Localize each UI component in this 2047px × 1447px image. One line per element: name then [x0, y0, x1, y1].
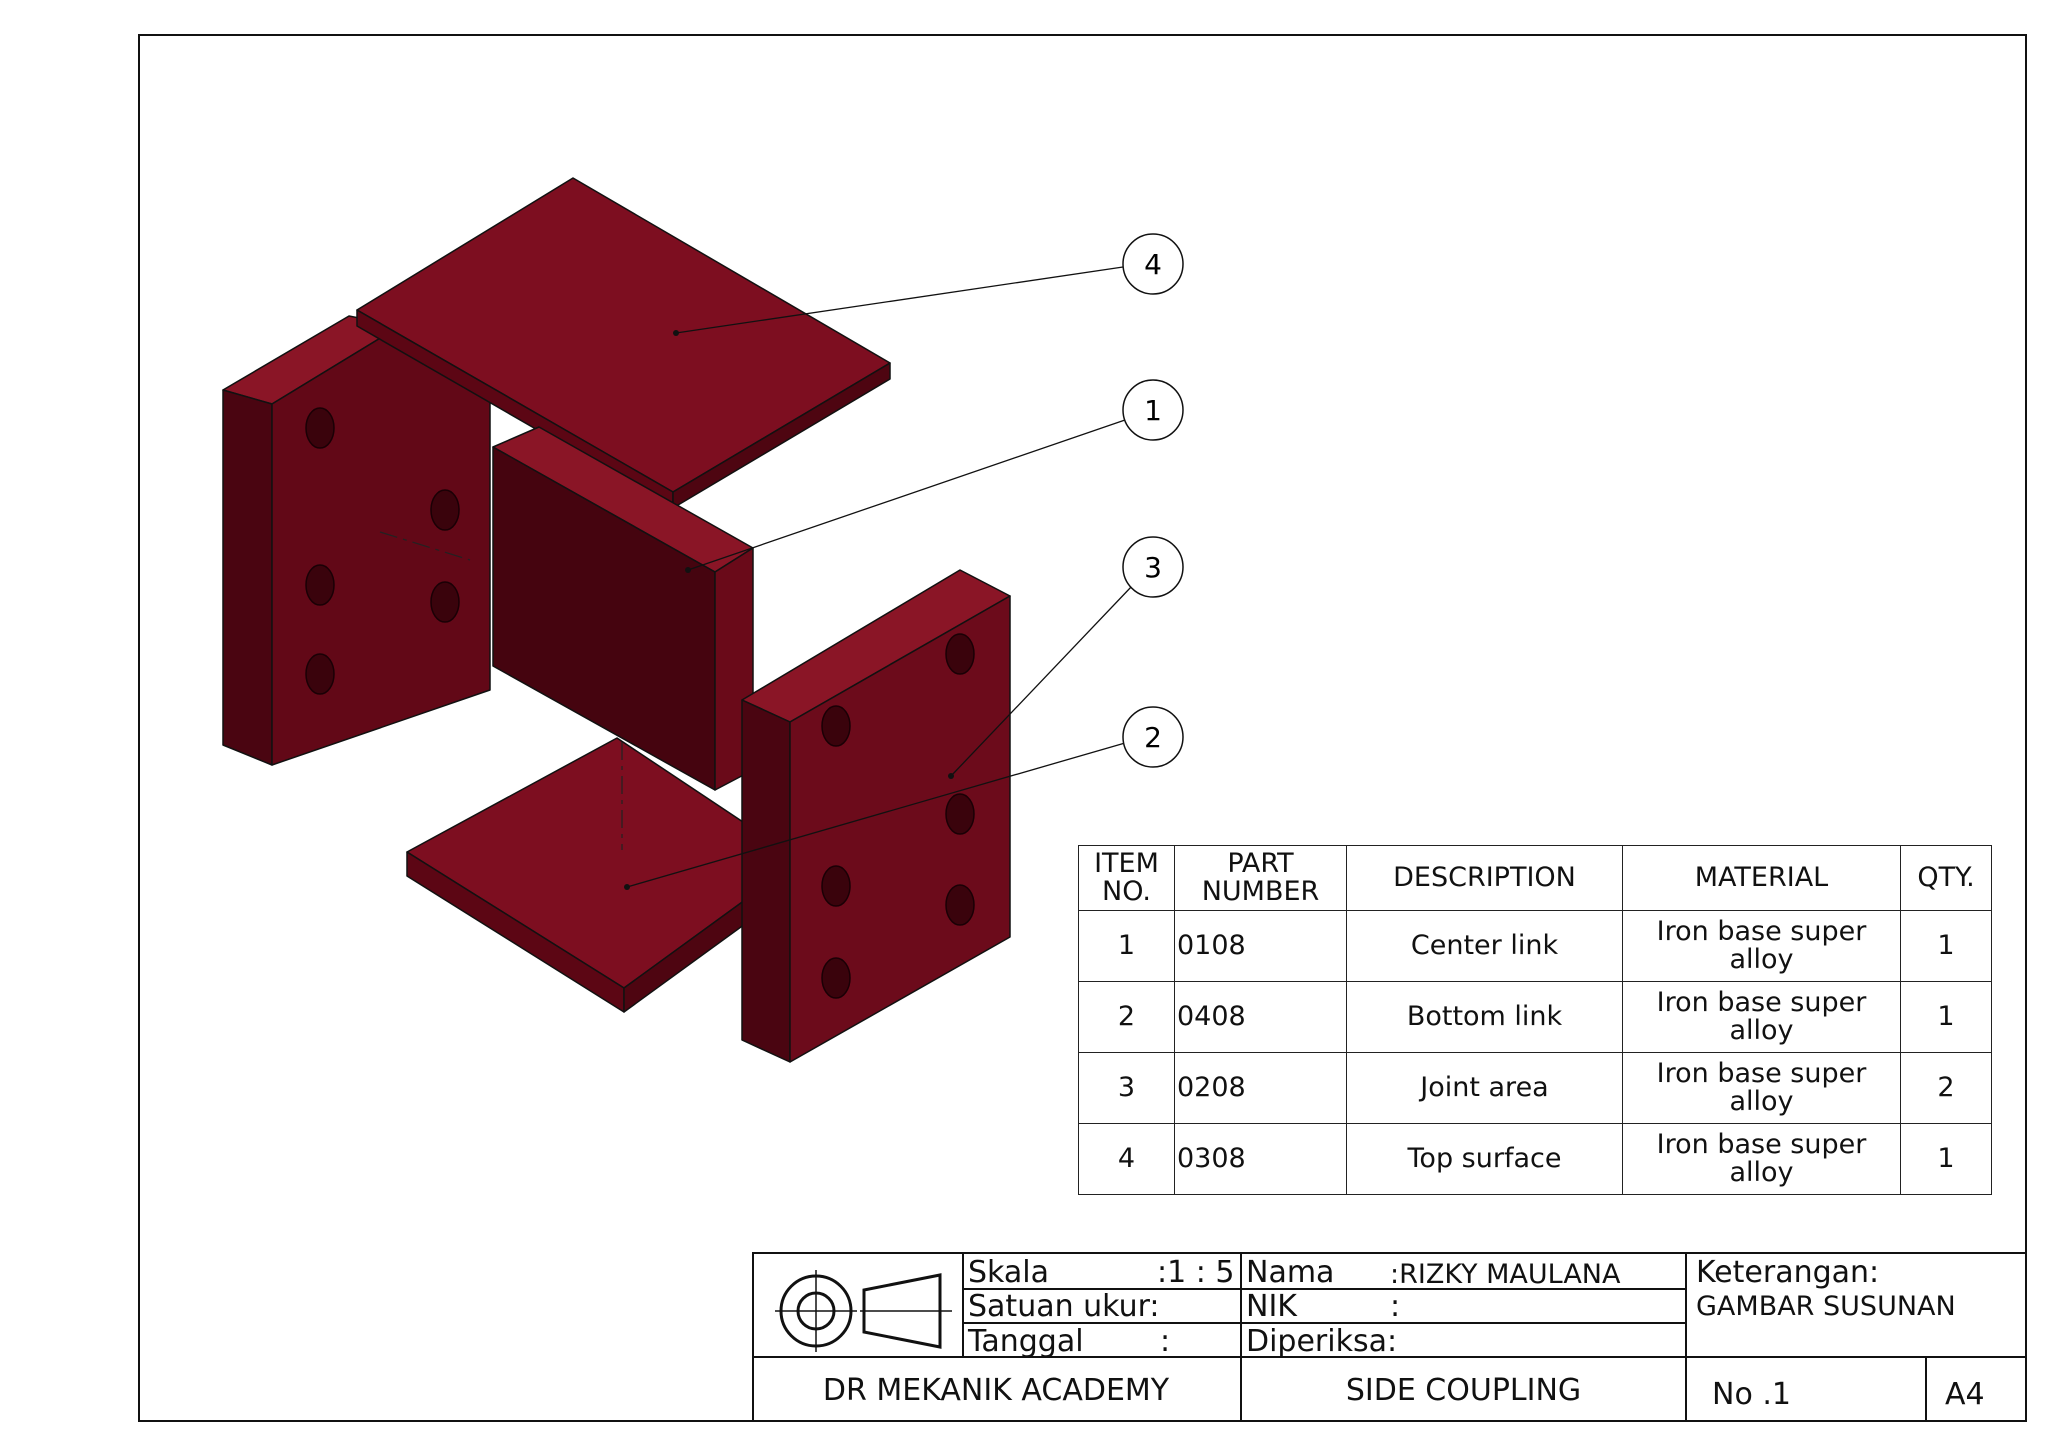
title-block-divider	[752, 1356, 2027, 1358]
balloons	[1122, 233, 1184, 768]
bom-part-number: 0308	[1174, 1123, 1347, 1195]
sheet-size: A4	[1945, 1377, 1985, 1412]
bom-qty: 2	[1900, 1052, 1992, 1124]
nama-label: Nama	[1246, 1255, 1335, 1290]
satuan-ukur-label: Satuan ukur:	[968, 1289, 1160, 1324]
balloon-4-label: 4	[1144, 248, 1162, 281]
title-block-divider	[1240, 1252, 1242, 1422]
nama-value: :RIZKY MAULANA	[1390, 1259, 1621, 1290]
tanggal-label: Tanggal	[968, 1324, 1084, 1359]
nik-colon: :	[1390, 1289, 1401, 1324]
diperiksa-label: Diperiksa:	[1246, 1324, 1398, 1359]
centerlines	[379, 531, 623, 850]
bom-header-qty: QTY.	[1900, 845, 1992, 911]
bom-item: 2	[1078, 981, 1175, 1053]
bom-part-number: 0108	[1174, 910, 1347, 982]
drawing-number: No .1	[1712, 1377, 1791, 1412]
bom-qty: 1	[1900, 1123, 1992, 1195]
title-block-divider	[1925, 1356, 1927, 1422]
keterangan-label: Keterangan:	[1696, 1255, 1880, 1290]
title-block-divider	[1685, 1252, 1687, 1422]
bom-item: 4	[1078, 1123, 1175, 1195]
bottom-link-plate	[406, 737, 801, 1013]
center-link-block	[492, 426, 754, 791]
title-block-divider	[962, 1322, 1686, 1324]
leader-lines	[626, 266, 1133, 888]
projection-symbol-icon	[775, 1270, 952, 1352]
title-block-divider	[962, 1288, 1686, 1290]
bom-description: Joint area	[1346, 1052, 1623, 1124]
bom-item: 3	[1078, 1052, 1175, 1124]
right-plate-holes	[821, 633, 975, 999]
bom-description: Center link	[1346, 910, 1623, 982]
bom-part-number: 0408	[1174, 981, 1347, 1053]
drawing-frame	[138, 34, 2027, 1422]
balloon-2-label: 2	[1144, 721, 1162, 754]
balloon-3-label: 3	[1144, 551, 1162, 584]
left-plate-holes	[305, 407, 460, 695]
company-name: DR MEKANIK ACADEMY	[822, 1373, 1170, 1408]
balloon-1-label: 1	[1144, 394, 1162, 427]
keterangan-value: GAMBAR SUSUNAN	[1696, 1291, 1956, 1322]
bom-part-number: 0208	[1174, 1052, 1347, 1124]
drawing-title: SIDE COUPLING	[1345, 1373, 1582, 1408]
bom-qty: 1	[1900, 910, 1992, 982]
bom-header-description: DESCRIPTION	[1346, 845, 1623, 911]
bom-qty: 1	[1900, 981, 1992, 1053]
skala-label: Skala	[968, 1255, 1049, 1290]
tanggal-colon: :	[1160, 1324, 1171, 1359]
title-block-divider	[962, 1252, 964, 1357]
nik-label: NIK	[1246, 1289, 1297, 1324]
bom-item: 1	[1078, 910, 1175, 982]
bom-description: Bottom link	[1346, 981, 1623, 1053]
bom-description: Top surface	[1346, 1123, 1623, 1195]
leader-dots	[624, 330, 954, 890]
skala-value: :1 : 5	[1157, 1255, 1235, 1290]
bom-header-material: MATERIAL	[1622, 845, 1901, 911]
title-block	[752, 1252, 2027, 1422]
